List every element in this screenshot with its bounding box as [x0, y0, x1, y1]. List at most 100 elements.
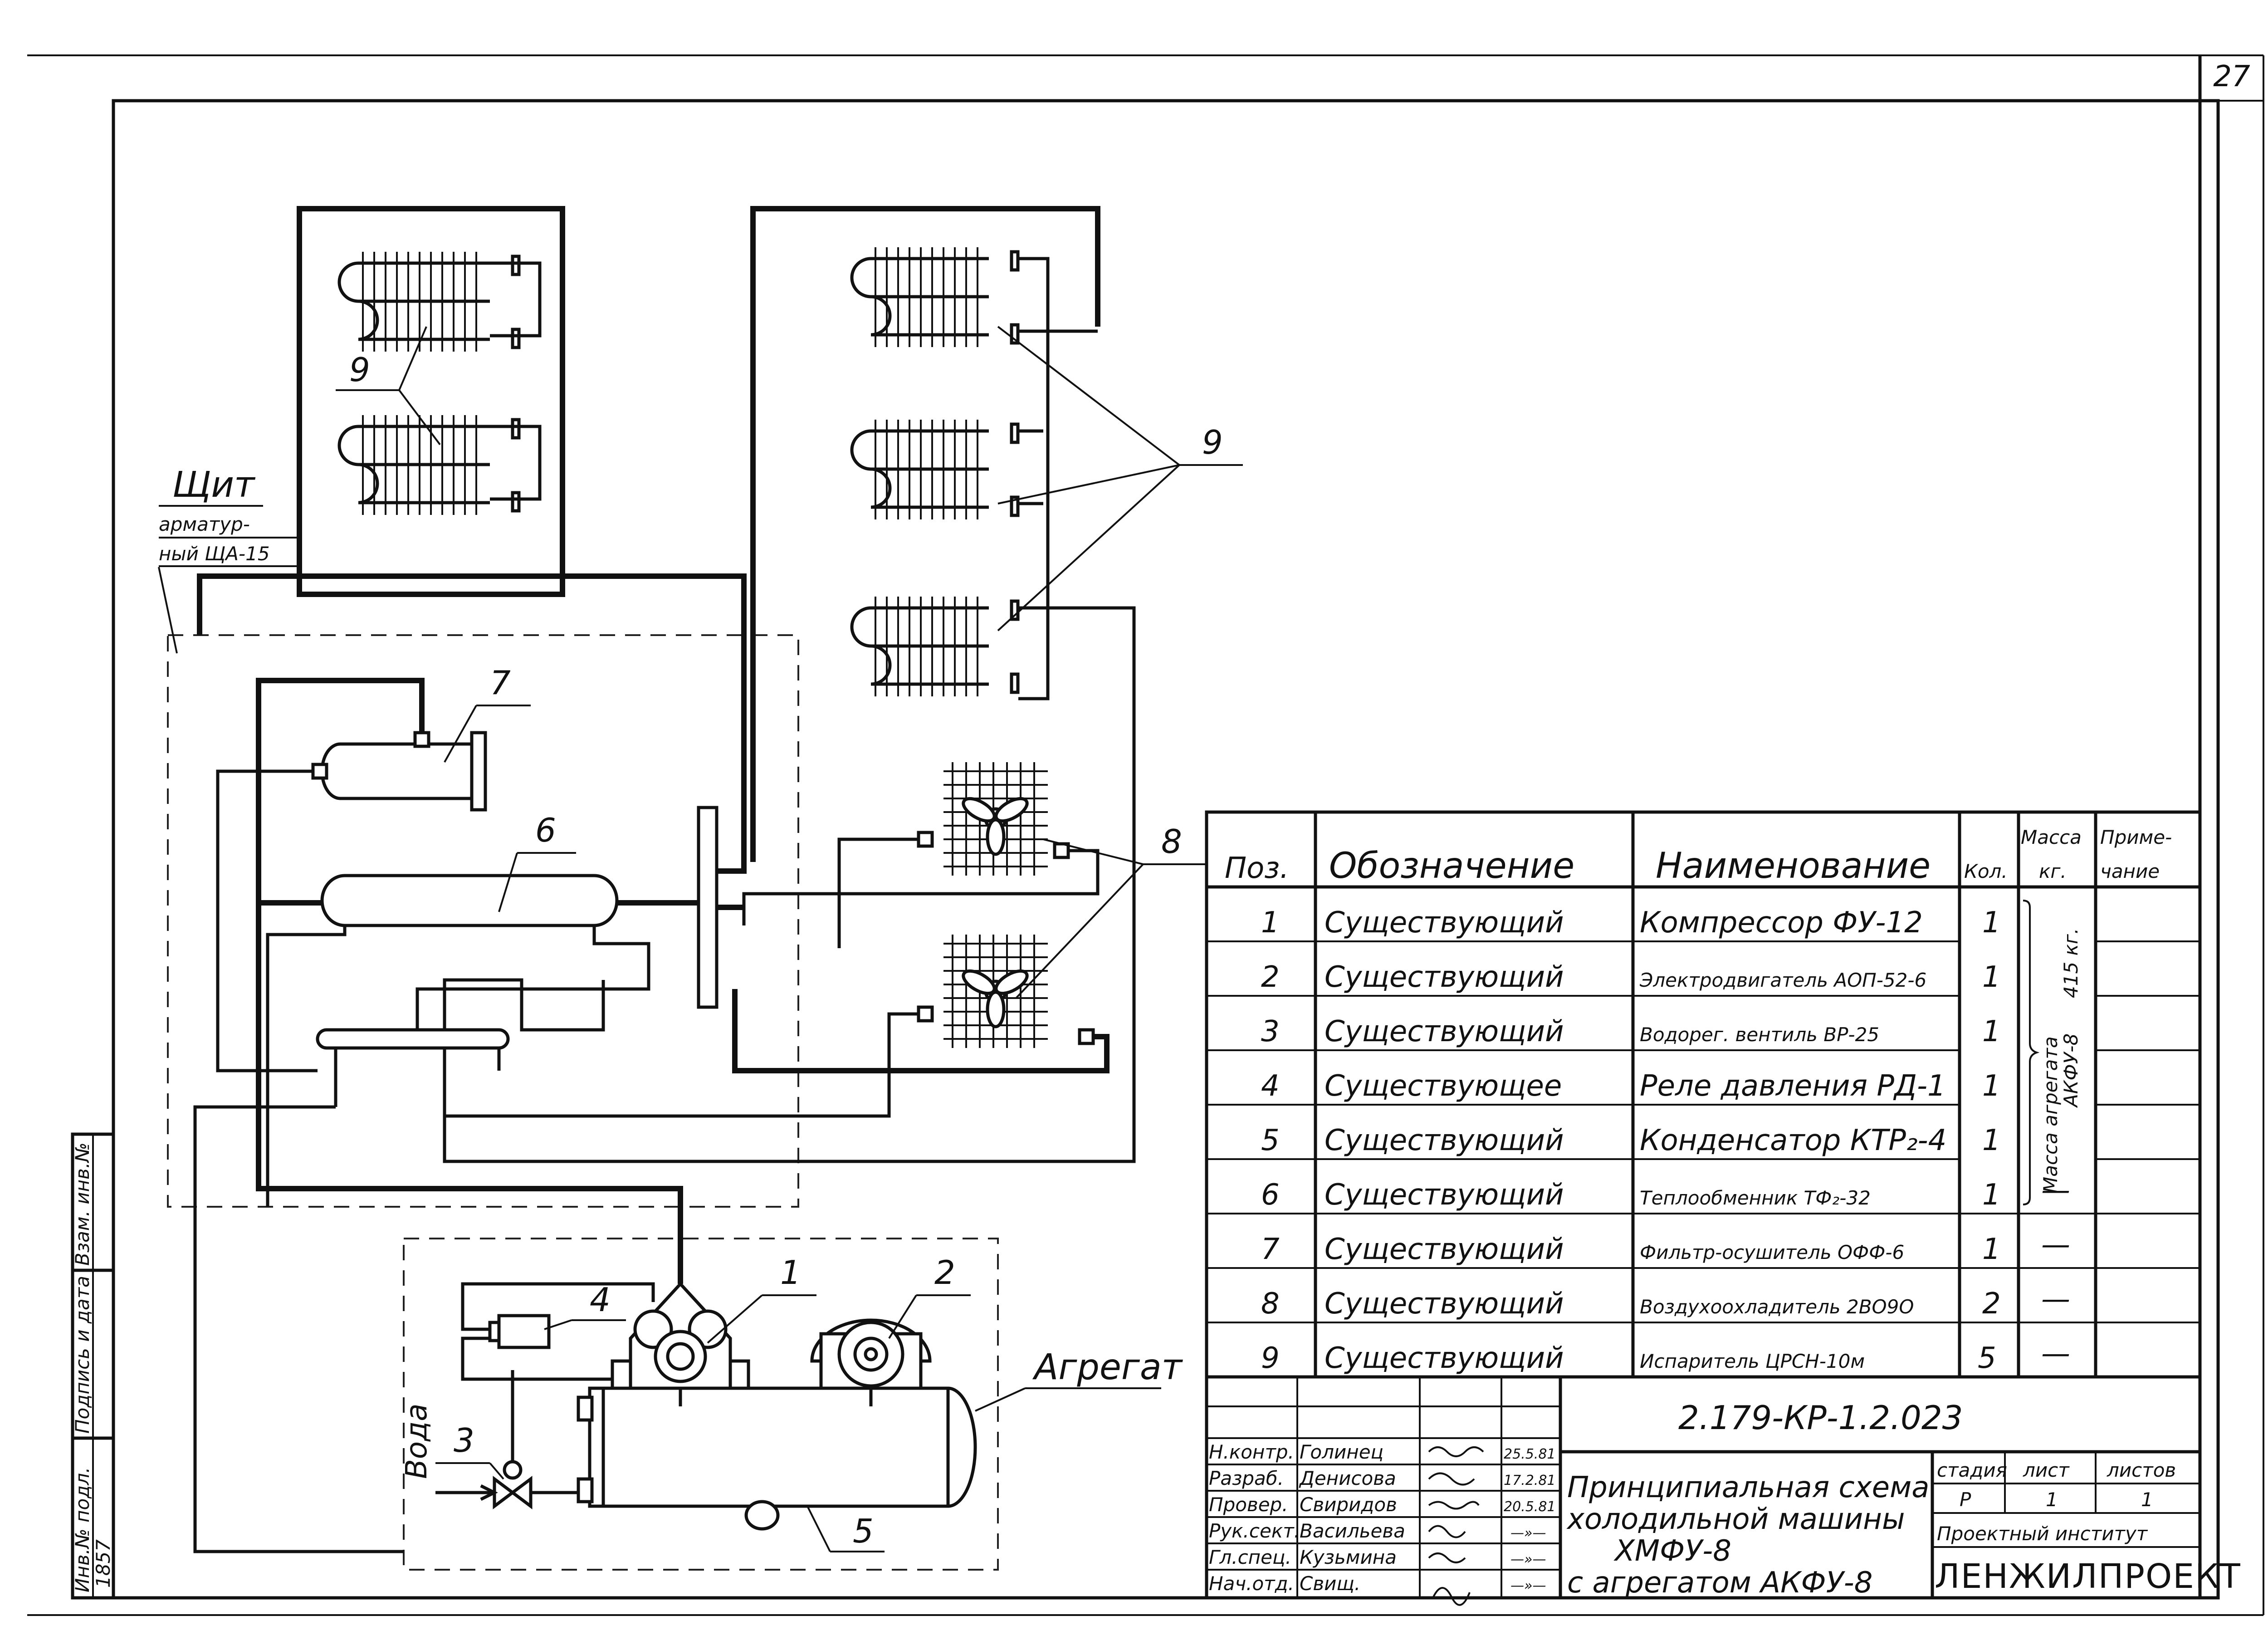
- row-designation: Существующий: [1325, 1015, 1564, 1048]
- valve-panel-boundary: [167, 634, 799, 1208]
- row-pos: 4: [1261, 1069, 1280, 1103]
- row-mass: —: [2041, 1228, 2070, 1262]
- sheets-value: 1: [2141, 1488, 2153, 1511]
- sheets-label: листов: [2107, 1459, 2176, 1481]
- date: —»—: [1510, 1525, 1546, 1541]
- role: Н.контр.: [1209, 1441, 1294, 1463]
- unit-label: Агрегат: [975, 1347, 1183, 1412]
- role: Нач.отд.: [1209, 1572, 1294, 1595]
- signature-row: Н.контр. Голинец 25.5.81: [1209, 1441, 1556, 1463]
- row-qty: 2: [1982, 1287, 2001, 1321]
- title-line2: холодильной машины: [1566, 1503, 1905, 1536]
- row-designation: Существующий: [1325, 1124, 1564, 1157]
- side-stamp-inv-orig: Инв.№ подл.: [71, 1467, 93, 1592]
- row-pos: 1: [1261, 906, 1280, 940]
- row-qty: 5: [1978, 1342, 1996, 1375]
- panel-label-line1: Щит: [172, 465, 256, 505]
- header-qty: Кол.: [1964, 860, 2008, 882]
- mass-group-line1: Масса агрегата: [2039, 1036, 2062, 1193]
- condenser: 5: [577, 1386, 977, 1552]
- row-name: Воздухоохладитель 2ВО9О: [1640, 1296, 1914, 1318]
- header-pos: Поз.: [1225, 852, 1289, 885]
- table-row: 7 Существующий Фильтр-осушитель ОФФ-6 1 …: [1261, 1228, 2070, 1266]
- evaporator-coil: [850, 597, 1020, 696]
- header-note-2: чание: [2100, 860, 2160, 882]
- row-qty: 1: [1982, 1124, 2001, 1157]
- stage-value: Р: [1960, 1488, 1971, 1511]
- signature-row: Рук.сект. Васильева —»—: [1209, 1520, 1546, 1542]
- callout-8-label: 8: [1161, 823, 1182, 861]
- filter-dryer: 7: [216, 664, 531, 1072]
- date: —»—: [1510, 1578, 1546, 1594]
- signature-row: Гл.спец. Кузьмина —»—: [1209, 1546, 1546, 1568]
- header-designation: Обозначение: [1329, 846, 1574, 886]
- callout-1-label: 1: [780, 1253, 801, 1292]
- row-designation: Существующий: [1325, 960, 1564, 994]
- person: Свищ.: [1300, 1572, 1360, 1595]
- person: Свиридов: [1300, 1493, 1397, 1516]
- handwritten-signatures: [1428, 1446, 1484, 1606]
- sheet-label: лист: [2023, 1459, 2070, 1481]
- title-line3: ХМФУ-8: [1613, 1534, 1731, 1568]
- title-line4: с агрегатом АКФУ-8: [1567, 1566, 1872, 1600]
- callout-9-left-label: 9: [349, 351, 370, 389]
- signature-row: Разраб. Денисова 17.2.81: [1209, 1467, 1556, 1489]
- heat-exchanger: 6: [266, 811, 708, 1207]
- role: Рук.сект.: [1209, 1520, 1300, 1542]
- table-row: 4 Существующее Реле давления РД-1 1: [1261, 1069, 2001, 1103]
- header-mass-2: кг.: [2039, 860, 2067, 882]
- row-mass: —: [2041, 1174, 2070, 1207]
- row-pos: 6: [1261, 1178, 1280, 1212]
- row-name: Испаритель ЦРСН-10м: [1640, 1350, 1865, 1372]
- compressor: 1: [611, 1253, 816, 1390]
- callout-6-label: 6: [535, 811, 556, 849]
- row-qty: 1: [1982, 906, 2001, 940]
- row-designation: Существующий: [1325, 1287, 1564, 1321]
- person: Кузьмина: [1300, 1546, 1397, 1568]
- table-row: 3 Существующий Водорег. вентиль ВР-25 1: [1261, 1015, 2001, 1048]
- row-designation: Существующий: [1325, 1178, 1564, 1212]
- date: 17.2.81: [1504, 1473, 1556, 1488]
- table-row: 5 Существующий Конденсатор КТР₂-4 1: [1261, 1124, 2001, 1157]
- date: 20.5.81: [1504, 1499, 1556, 1515]
- date: 25.5.81: [1504, 1446, 1556, 1462]
- row-pos: 7: [1261, 1233, 1280, 1266]
- title-line1: Принципиальная схема: [1567, 1471, 1929, 1504]
- header-name: Наименование: [1656, 846, 1931, 886]
- institute-label: Проектный институт: [1937, 1523, 2148, 1545]
- side-stamp-signature-date: Подпись и дата: [71, 1276, 93, 1434]
- row-pos: 5: [1261, 1124, 1280, 1157]
- mass-group-line2: АКФУ-8: [2060, 1033, 2082, 1108]
- stage-label: стадия: [1937, 1459, 2007, 1481]
- row-qty: 1: [1982, 1178, 2001, 1212]
- panel-label-line3: ный ЩА-15: [159, 543, 270, 565]
- person: Васильева: [1300, 1520, 1405, 1542]
- title-block: Н.контр. Голинец 25.5.81 Разраб. Денисов…: [1205, 1375, 2240, 1606]
- doc-code: 2.179-КР-1.2.023: [1678, 1399, 1963, 1437]
- row-name: Реле давления РД-1: [1640, 1069, 1946, 1103]
- row-mass: —: [2041, 1337, 2070, 1371]
- row-name: Водорег. вентиль ВР-25: [1640, 1023, 1879, 1046]
- row-pos: 8: [1261, 1287, 1280, 1321]
- unit-boundary: [403, 1238, 999, 1571]
- callout-8: 8: [1015, 823, 1207, 999]
- evaporator-coil: [850, 420, 1020, 519]
- table-row: 6 Существующий Теплообменник ТФ₂-32 1 —: [1261, 1174, 2070, 1212]
- row-name: Конденсатор КТР₂-4: [1640, 1124, 1946, 1157]
- callout-9-right: 9: [997, 326, 1243, 632]
- right-cold-chamber: [750, 206, 1100, 862]
- row-pos: 3: [1261, 1015, 1280, 1048]
- person: Голинец: [1300, 1441, 1383, 1463]
- valve-panel-label: Щит арматур- ный ЩА-15: [158, 465, 299, 654]
- table-row: 1 Существующий Компрессор ФУ-12 1: [1261, 906, 2001, 940]
- role: Гл.спец.: [1209, 1546, 1291, 1568]
- role: Разраб.: [1209, 1467, 1284, 1489]
- row-designation: Существующий: [1325, 1233, 1564, 1266]
- callout-7-label: 7: [490, 664, 511, 702]
- callout-5-label: 5: [853, 1512, 874, 1550]
- water-label: Вода: [400, 1403, 434, 1479]
- pressure-switch: 4: [461, 1281, 655, 1381]
- callout-9-left: 9: [336, 326, 441, 446]
- side-stamp-replaces-inv: Взам. инв.№: [71, 1142, 93, 1266]
